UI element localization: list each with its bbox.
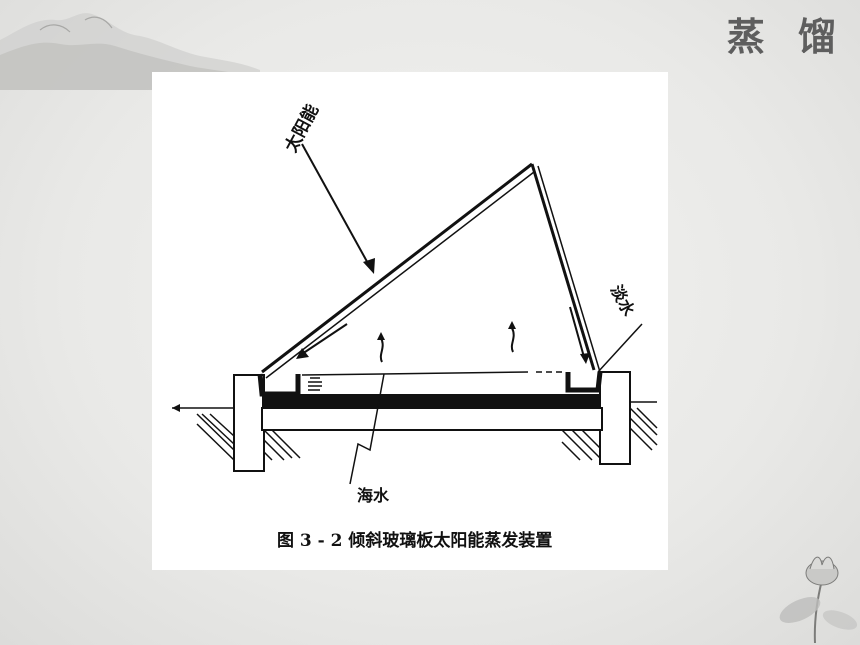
glass-cover-inner [265,171,535,379]
ground-hatching-right [561,407,658,461]
runoff-arrow-right [569,306,585,358]
solar-still-diagram [172,143,658,485]
solar-still-figure: 太阳能 淡水 海水 图 3 - 2 倾斜玻璃板太阳能蒸发装置 [152,72,668,570]
ground-hatching-left [196,413,301,461]
lotus-decoration [779,556,858,644]
glass-cover-outer [261,162,533,374]
seawater-leader [349,373,385,485]
left-support-block [233,374,265,472]
basin-base [261,407,603,431]
figure-caption: 图 3 - 2 倾斜玻璃板太阳能蒸发装置 [277,531,553,551]
vapor-arrow-2 [510,327,515,353]
right-support-block [599,371,631,465]
solar-arrow [301,143,371,268]
back-wall-outer [530,163,596,371]
slide-title: 蒸 馏 [726,14,846,59]
water-surface [301,371,529,376]
seawater-label: 海水 [357,486,390,505]
right-trough [565,371,603,393]
vapor-arrow-1 [379,337,384,363]
runoff-arrow-left [301,323,348,355]
fresh-water-leader [597,323,643,373]
basin-liner [262,394,600,408]
back-wall-inner [537,165,601,373]
left-trough [257,373,301,397]
